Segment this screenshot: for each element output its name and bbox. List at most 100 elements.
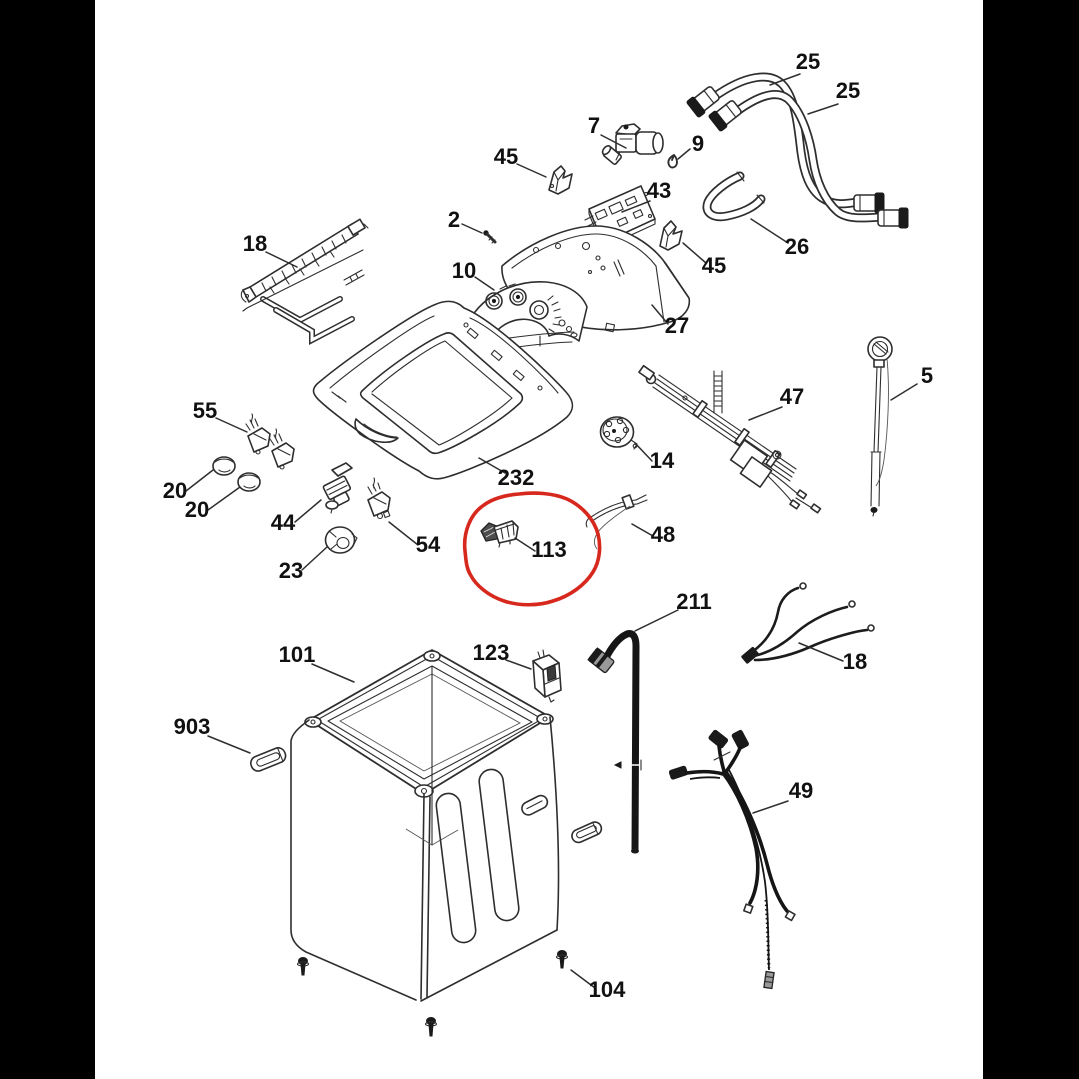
part-bracket-45-left — [548, 165, 573, 195]
part-rod-5 — [867, 336, 893, 517]
callout-5: 5 — [921, 363, 933, 388]
part-wire-48 — [585, 494, 648, 550]
callout-104: 104 — [589, 977, 626, 1002]
callout-14: 14 — [650, 448, 675, 473]
highlight-circle-113 — [462, 491, 602, 607]
leader-10 — [474, 276, 495, 291]
part-foot-screw-left — [296, 957, 310, 976]
part-spray-rail-18 — [240, 218, 369, 345]
part-harness-49 — [668, 729, 796, 990]
side-handle-icon — [521, 794, 549, 816]
hose-coupling-icon — [708, 100, 742, 132]
hose-coupling-icon — [853, 192, 885, 214]
part-switches-55 — [245, 413, 295, 470]
part-drain-hose-211 — [587, 630, 642, 854]
leader-14 — [634, 442, 653, 462]
leader-9 — [677, 148, 691, 160]
part-fill-hoses-25 — [686, 72, 909, 229]
part-lid-latch-123 — [532, 649, 562, 703]
leader-23 — [301, 546, 328, 571]
part-clip-113 — [480, 520, 519, 548]
hose-coupling-icon — [877, 207, 909, 229]
leader-211 — [634, 609, 679, 632]
leader-45-left — [516, 163, 547, 178]
leader-lines — [185, 73, 918, 989]
callout-25b: 25 — [836, 78, 860, 103]
leader-18-bottom — [798, 642, 844, 662]
leader-44 — [294, 499, 322, 523]
leader-2 — [461, 223, 483, 234]
leader-113 — [514, 537, 536, 552]
leader-27 — [651, 304, 669, 325]
part-bracket-45-right — [659, 220, 683, 251]
leader-25a — [769, 73, 801, 86]
part-switch-44 — [322, 462, 353, 514]
callout-54: 54 — [416, 532, 441, 557]
leader-101 — [311, 663, 355, 683]
callout-25a: 25 — [796, 49, 820, 74]
callout-49: 49 — [789, 778, 813, 803]
leader-903 — [207, 735, 251, 754]
leader-5 — [890, 383, 918, 401]
callout-18-bottom: 18 — [843, 649, 867, 674]
leader-25b — [807, 103, 839, 115]
callout-45-right: 45 — [702, 253, 726, 278]
callout-7: 7 — [588, 113, 600, 138]
part-clip-9 — [667, 154, 678, 169]
callout-123: 123 — [473, 640, 510, 665]
leader-54 — [388, 521, 419, 546]
part-harness-47 — [638, 364, 822, 514]
callout-45-left: 45 — [494, 144, 518, 169]
callout-113: 113 — [531, 537, 567, 562]
leader-20a — [185, 469, 214, 492]
part-hose-26 — [702, 171, 766, 222]
grommet-clip — [571, 821, 603, 844]
callout-55: 55 — [193, 398, 217, 423]
callout-20b: 20 — [185, 497, 209, 522]
part-pressure-switch-14 — [599, 416, 638, 450]
part-cap-20-a — [212, 456, 236, 476]
leader-123 — [505, 659, 532, 670]
callout-27: 27 — [665, 313, 689, 338]
leader-47 — [748, 406, 783, 421]
callout-10: 10 — [452, 258, 476, 283]
callout-43: 43 — [647, 178, 671, 203]
left-letterbox-bar — [0, 0, 95, 1079]
part-knob-23 — [324, 526, 358, 554]
part-foot-screw-front — [424, 1017, 438, 1037]
leader-49 — [752, 800, 789, 814]
part-screw-2 — [483, 230, 497, 244]
hose-coupling-icon — [686, 86, 720, 118]
leader-43 — [621, 200, 651, 213]
callout-47: 47 — [780, 384, 804, 409]
leader-45-right — [682, 242, 707, 264]
callout-18-top: 18 — [243, 231, 267, 256]
part-control-panel-10 — [468, 281, 588, 348]
callout-23: 23 — [279, 558, 303, 583]
callout-26: 26 — [785, 234, 809, 259]
callout-232: 232 — [498, 465, 535, 490]
part-top-panel-232 — [312, 300, 574, 480]
callout-9: 9 — [692, 131, 704, 156]
callout-labels: 25 25 26 7 9 45 43 45 27 2 10 18 232 55 … — [163, 49, 933, 1002]
right-letterbox-bar — [983, 0, 1079, 1079]
leader-232 — [478, 457, 506, 474]
callout-211: 211 — [676, 589, 712, 614]
part-water-valve-7 — [601, 123, 664, 165]
callout-101: 101 — [279, 642, 316, 667]
callout-903: 903 — [174, 714, 211, 739]
part-cabinet-101 — [290, 649, 560, 1002]
leader-18-top — [265, 251, 298, 268]
leader-26 — [750, 218, 789, 244]
part-clip-903 — [250, 747, 287, 772]
leader-7 — [600, 134, 627, 149]
leader-104 — [570, 969, 596, 989]
leader-48 — [631, 523, 654, 537]
part-switch-54 — [367, 477, 391, 520]
callout-44: 44 — [271, 510, 296, 535]
part-cap-20-b — [237, 472, 261, 492]
leader-55 — [215, 417, 248, 433]
callout-48: 48 — [651, 522, 675, 547]
